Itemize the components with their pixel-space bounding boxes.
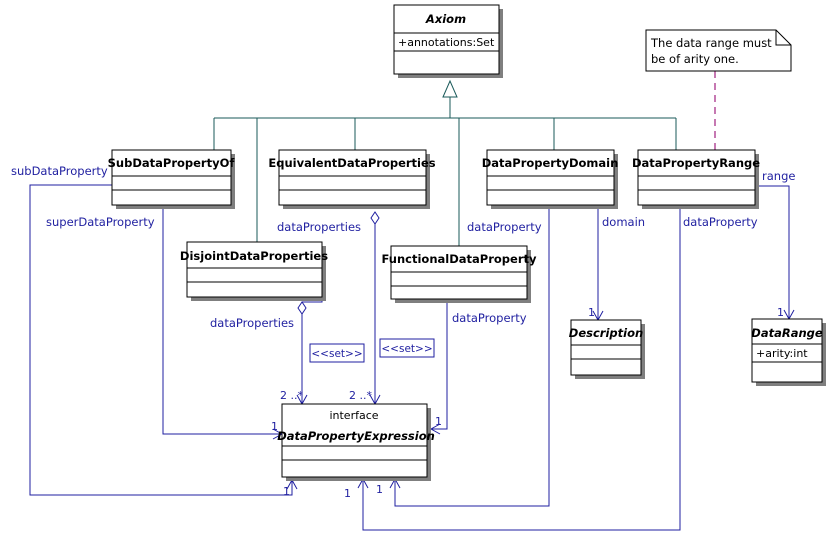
generalization-lines <box>213 79 677 246</box>
axiom-class[interactable]: Axiom +annotations:Set <box>393 4 503 78</box>
data-property-expression-name: DataPropertyExpression <box>277 429 435 443</box>
multiplicity-equivalent: 2 ..* <box>349 389 372 402</box>
role-super-data-property: superDataProperty <box>46 215 155 229</box>
sub-data-property-of-class[interactable]: SubDataPropertyOf <box>108 149 236 209</box>
disjoint-set-stereotype: <<set>> <box>309 343 365 363</box>
disjoint-data-properties-class[interactable]: DisjointDataProperties <box>180 241 328 301</box>
role-equivalent-data-properties: dataProperties <box>277 220 361 234</box>
multiplicity-disjoint: 2 ..* <box>280 389 303 402</box>
data-property-domain-name: DataPropertyDomain <box>482 156 619 170</box>
role-domain: domain <box>602 215 645 229</box>
data-property-domain-class[interactable]: DataPropertyDomain <box>482 149 619 209</box>
disjoint-data-properties-name: DisjointDataProperties <box>180 249 328 263</box>
interface-stereotype: interface <box>329 409 378 422</box>
multiplicity-data-range: 1 <box>777 306 784 319</box>
note-line-2: be of arity one. <box>651 52 739 66</box>
description-class[interactable]: Description <box>569 319 645 379</box>
sub-data-property-of-name: SubDataPropertyOf <box>108 156 236 170</box>
data-range-name: DataRange <box>751 326 823 340</box>
equivalent-data-properties-name: EquivalentDataProperties <box>268 156 435 170</box>
data-property-expression-interface[interactable]: interface DataPropertyExpression <box>277 403 435 481</box>
equivalent-data-properties-class[interactable]: EquivalentDataProperties <box>268 149 436 209</box>
note-line-1: The data range must <box>650 36 772 50</box>
role-range-data-property: dataProperty <box>683 215 758 229</box>
axiom-annotations-attribute: +annotations:Set <box>398 36 495 49</box>
data-property-range-name: DataPropertyRange <box>632 156 760 170</box>
role-sub-data-property: subDataProperty <box>11 164 108 178</box>
role-disjoint-data-properties: dataProperties <box>210 316 294 330</box>
multiplicity-domain-expression: 1 <box>376 483 383 496</box>
role-range: range <box>762 169 795 183</box>
data-range-class[interactable]: DataRange +arity:int <box>751 318 826 386</box>
multiplicity-super: 1 <box>271 420 278 433</box>
data-property-range-class[interactable]: DataPropertyRange <box>632 149 760 209</box>
data-range-arity-attribute: +arity:int <box>756 347 808 360</box>
functional-data-property-name: FunctionalDataProperty <box>382 252 537 266</box>
role-functional-data-property: dataProperty <box>452 311 527 325</box>
multiplicity-sub: 1 <box>283 485 290 498</box>
role-domain-data-property: dataProperty <box>467 220 542 234</box>
multiplicity-description: 1 <box>588 306 595 319</box>
associations <box>29 184 795 531</box>
equivalent-set-label: <<set>> <box>381 343 432 355</box>
multiplicity-range-expression: 1 <box>344 487 351 500</box>
multiplicity-functional: 1 <box>435 415 442 428</box>
functional-data-property-class[interactable]: FunctionalDataProperty <box>382 245 537 303</box>
axiom-class-name: Axiom <box>425 12 466 26</box>
arity-note[interactable]: The data range must be of arity one. <box>645 29 792 72</box>
description-name: Description <box>569 326 643 340</box>
equivalent-set-stereotype: <<set>> <box>379 338 435 358</box>
disjoint-set-label: <<set>> <box>311 348 362 360</box>
generalization-triangle <box>442 79 458 98</box>
